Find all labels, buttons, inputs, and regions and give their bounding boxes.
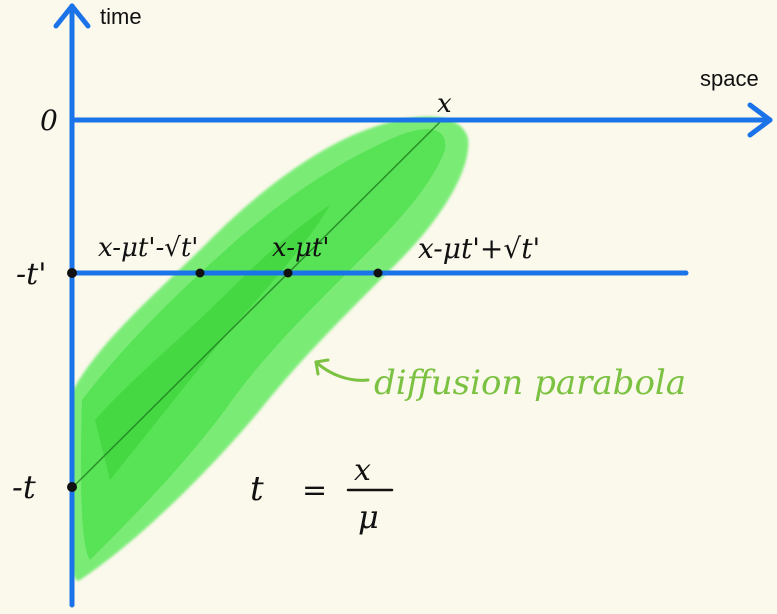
- x-marker-label: x: [437, 89, 452, 119]
- t-tick-label: -t: [12, 468, 36, 506]
- zero-tick-label: 0: [40, 104, 58, 137]
- equation-denominator: μ: [358, 498, 379, 536]
- space-axis-label: space: [700, 66, 759, 91]
- center-point: [283, 268, 293, 278]
- time-arrowhead-icon: [53, 3, 91, 29]
- arrowhead-icon: [314, 358, 330, 376]
- time-axis-label: time: [100, 4, 142, 29]
- right-point-label: x-μt'+√t': [418, 232, 540, 265]
- equation-equals: =: [302, 473, 327, 508]
- space-axis: [69, 102, 773, 138]
- left-point-label: x-μt'-√t': [98, 233, 198, 263]
- diffusion-region: [71, 116, 469, 581]
- equation-lhs: t: [250, 469, 264, 509]
- center-point-label: x-μt': [272, 233, 329, 263]
- left-point: [195, 268, 205, 278]
- t-prime-origin-point: [67, 268, 77, 278]
- annotation-label: diffusion parabola: [374, 363, 686, 403]
- t-origin-point: [67, 482, 77, 492]
- annotation-arrow: [314, 358, 370, 382]
- equation: t = x μ: [250, 453, 394, 536]
- characteristic-line: [74, 119, 443, 486]
- space-arrowhead-icon: [747, 102, 773, 138]
- time-axis: [53, 3, 91, 608]
- right-point: [373, 268, 383, 278]
- t-prime-tick-label: -t': [16, 257, 46, 292]
- equation-numerator: x: [354, 453, 371, 488]
